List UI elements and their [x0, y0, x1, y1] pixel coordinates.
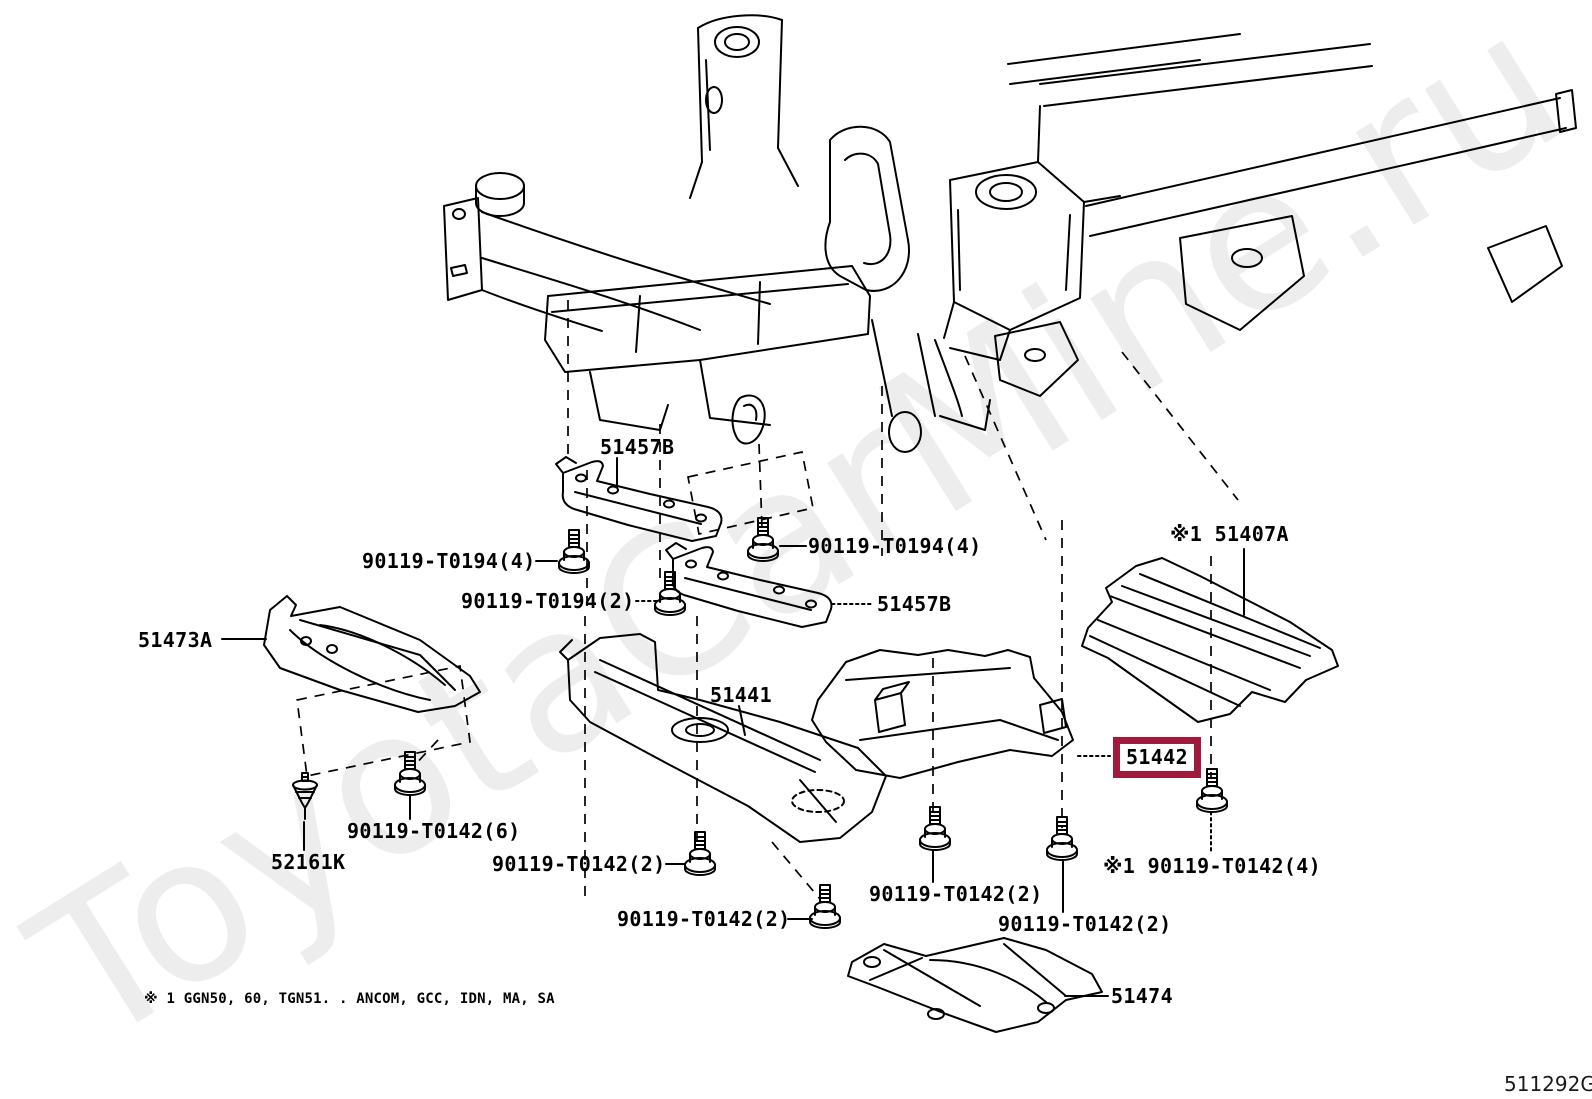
part-label-51457b-top[interactable]: 51457B: [600, 435, 675, 459]
footnote-applicability-note: ※ 1 GGN50, 60, TGN51. . ANCOM, GCC, IDN,…: [144, 991, 555, 1007]
plate-51441[interactable]: [559, 633, 887, 843]
part-label-90119-t0142-2-a[interactable]: 90119-T0142(2): [492, 852, 666, 876]
plate-51442[interactable]: [811, 649, 1074, 779]
plate-51407a[interactable]: [1081, 557, 1339, 723]
label-leader-lines: [221, 457, 1245, 997]
bolt-90119-t0194-4-right-icon: [747, 517, 779, 562]
plate-51473a[interactable]: [263, 595, 481, 713]
bolt-90119-t0194-2-icon: [654, 571, 686, 616]
part-label-90119-t0142-2-c[interactable]: 90119-T0142(2): [869, 882, 1043, 906]
bolt-90119-t0142-2-d-icon: [1046, 816, 1078, 861]
part-label-90119-t0142-4[interactable]: ※1 90119-T0142(4): [1103, 854, 1322, 878]
plate-51474[interactable]: [847, 937, 1103, 1033]
part-label-51474[interactable]: 51474: [1111, 984, 1173, 1008]
bracket-51457b-1[interactable]: [555, 456, 723, 542]
part-label-51442-highlighted[interactable]: 51442: [1113, 737, 1201, 778]
part-label-51473a[interactable]: 51473A: [138, 628, 213, 652]
bolt-90119-t0142-2-b-icon: [809, 884, 841, 929]
frame-assembly-drawing: [443, 14, 1577, 453]
clip-52161k-icon[interactable]: [292, 772, 318, 820]
projection-dashed-lines: [296, 300, 1239, 900]
diagram-code: 511292G: [1504, 1072, 1592, 1096]
bolt-90119-t0194-4-left-icon: [558, 529, 590, 574]
part-label-51407a[interactable]: ※1 51407A: [1170, 522, 1289, 546]
part-label-52161k[interactable]: 52161K: [271, 850, 346, 874]
part-label-51457b-bottom[interactable]: 51457B: [877, 592, 952, 616]
part-label-90119-t0194-4-right[interactable]: 90119-T0194(4): [808, 534, 982, 558]
bolt-90119-t0142-2-a-icon: [684, 831, 716, 876]
part-label-90119-t0142-6[interactable]: 90119-T0142(6): [347, 819, 521, 843]
bolt-90119-t0142-2-c-icon: [919, 806, 951, 851]
part-label-90119-t0142-2-b[interactable]: 90119-T0142(2): [617, 907, 791, 931]
part-label-90119-t0194-2[interactable]: 90119-T0194(2): [461, 589, 635, 613]
part-label-90119-t0142-2-d[interactable]: 90119-T0142(2): [998, 912, 1172, 936]
bolt-90119-t0142-4-icon: [1196, 768, 1228, 813]
part-label-90119-t0194-4-left[interactable]: 90119-T0194(4): [362, 549, 536, 573]
part-label-51441[interactable]: 51441: [710, 683, 772, 707]
